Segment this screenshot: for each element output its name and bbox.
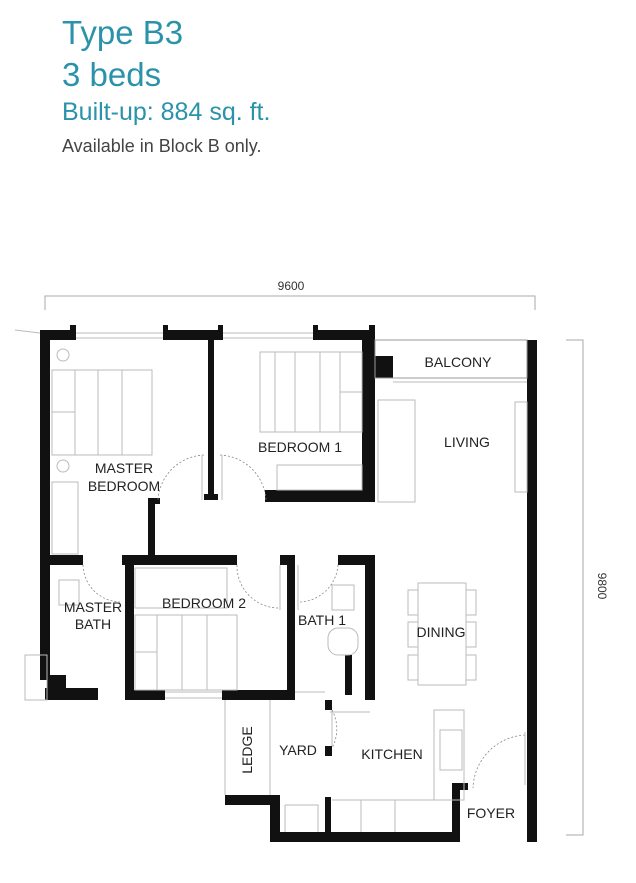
width-dimension-label: 9600	[278, 279, 305, 293]
bedroom1-wardrobe-icon	[276, 464, 363, 491]
label-living: LIVING	[444, 434, 490, 450]
stove-icon	[439, 729, 463, 771]
label-dining: DINING	[417, 624, 466, 640]
label-ledge: LEDGE	[239, 726, 255, 773]
lamp-icon	[56, 459, 70, 473]
label-master-bath-line2: BATH	[75, 616, 111, 632]
label-bath-1: BATH 1	[298, 612, 346, 628]
label-kitchen: KITCHEN	[361, 746, 422, 762]
label-master-bedroom-line1: MASTER	[95, 460, 153, 476]
kitchen-counter-icon	[433, 709, 465, 801]
width-dimension: 9600	[44, 279, 536, 310]
toilet-icon	[327, 627, 359, 656]
doors	[82, 454, 526, 789]
furniture	[51, 348, 528, 832]
depth-dimension-label: 9800	[595, 573, 609, 600]
wardrobe-icon	[51, 481, 79, 555]
label-bedroom-1: BEDROOM 1	[258, 439, 342, 455]
label-master-bath-line1: MASTER	[64, 599, 122, 615]
unit-type-title: Type B3	[62, 14, 184, 51]
bedroom-count: 3 beds	[62, 56, 162, 93]
windows	[14, 329, 528, 795]
built-up-area: Built-up: 884 sq. ft.	[62, 98, 271, 126]
sofa-icon	[377, 399, 416, 503]
availability-note: Available in Block B only.	[62, 136, 262, 156]
master-bath-sink-icon	[58, 579, 80, 606]
label-balcony: BALCONY	[425, 354, 493, 370]
label-yard: YARD	[279, 742, 317, 758]
depth-dimension: 9800	[566, 339, 609, 836]
tv-console-icon	[514, 401, 528, 493]
label-master-bedroom-line2: BEDROOM	[88, 478, 160, 494]
label-foyer: FOYER	[467, 805, 515, 821]
room-labels: BALCONY LIVING BEDROOM 1 MASTER BEDROOM …	[64, 354, 515, 821]
label-bedroom-2: BEDROOM 2	[162, 595, 246, 611]
walls	[40, 325, 537, 842]
lamp-icon	[56, 348, 70, 362]
bath1-sink-icon	[331, 584, 355, 611]
bedroom2-wardrobe-icon	[134, 567, 228, 609]
